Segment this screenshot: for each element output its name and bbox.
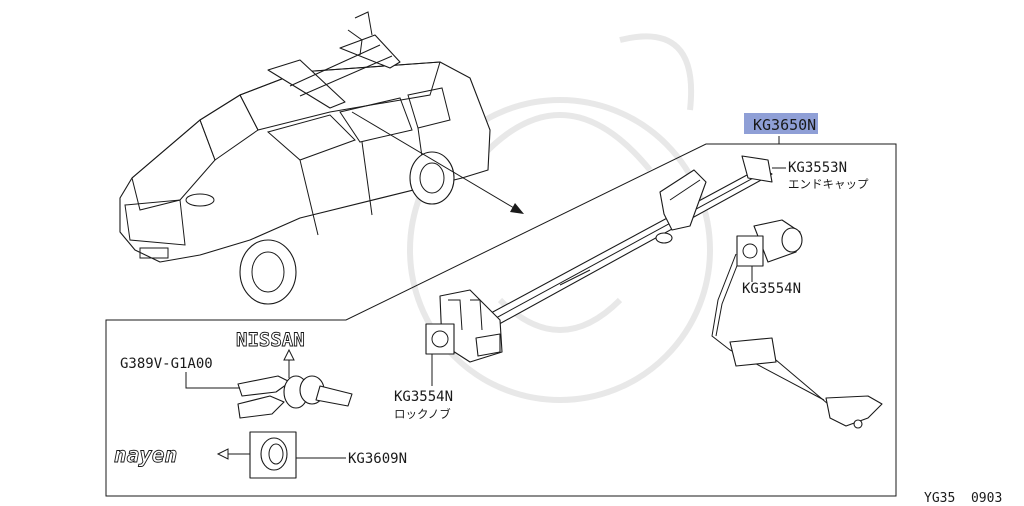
key-cylinder-code[interactable]: KG3609N (348, 451, 407, 467)
lock-knob-left-code[interactable]: KG3554N (394, 389, 453, 405)
key-leader (185, 372, 240, 389)
other-brand-logo: nayen (114, 443, 177, 467)
leader-arrow (351, 111, 524, 214)
main-part-code[interactable]: KG3650N (753, 116, 816, 134)
vehicle-illustration (119, 11, 491, 305)
key-assembly (216, 348, 353, 479)
key-code[interactable]: G389V-G1A00 (120, 356, 213, 372)
end-cap-code[interactable]: KG3553N (788, 160, 847, 176)
end-cap-desc: エンドキャップ (788, 177, 869, 191)
nissan-logo: NISSAN (236, 329, 305, 351)
bike-carrier-part (425, 155, 883, 429)
detail-frame (105, 143, 897, 497)
figure-code: YG35 0903 (924, 491, 1002, 506)
main-part-highlight (744, 113, 818, 134)
lock-knob-right-code[interactable]: KG3554N (742, 281, 801, 297)
lock-knob-left-desc: ロックノブ (394, 407, 451, 421)
